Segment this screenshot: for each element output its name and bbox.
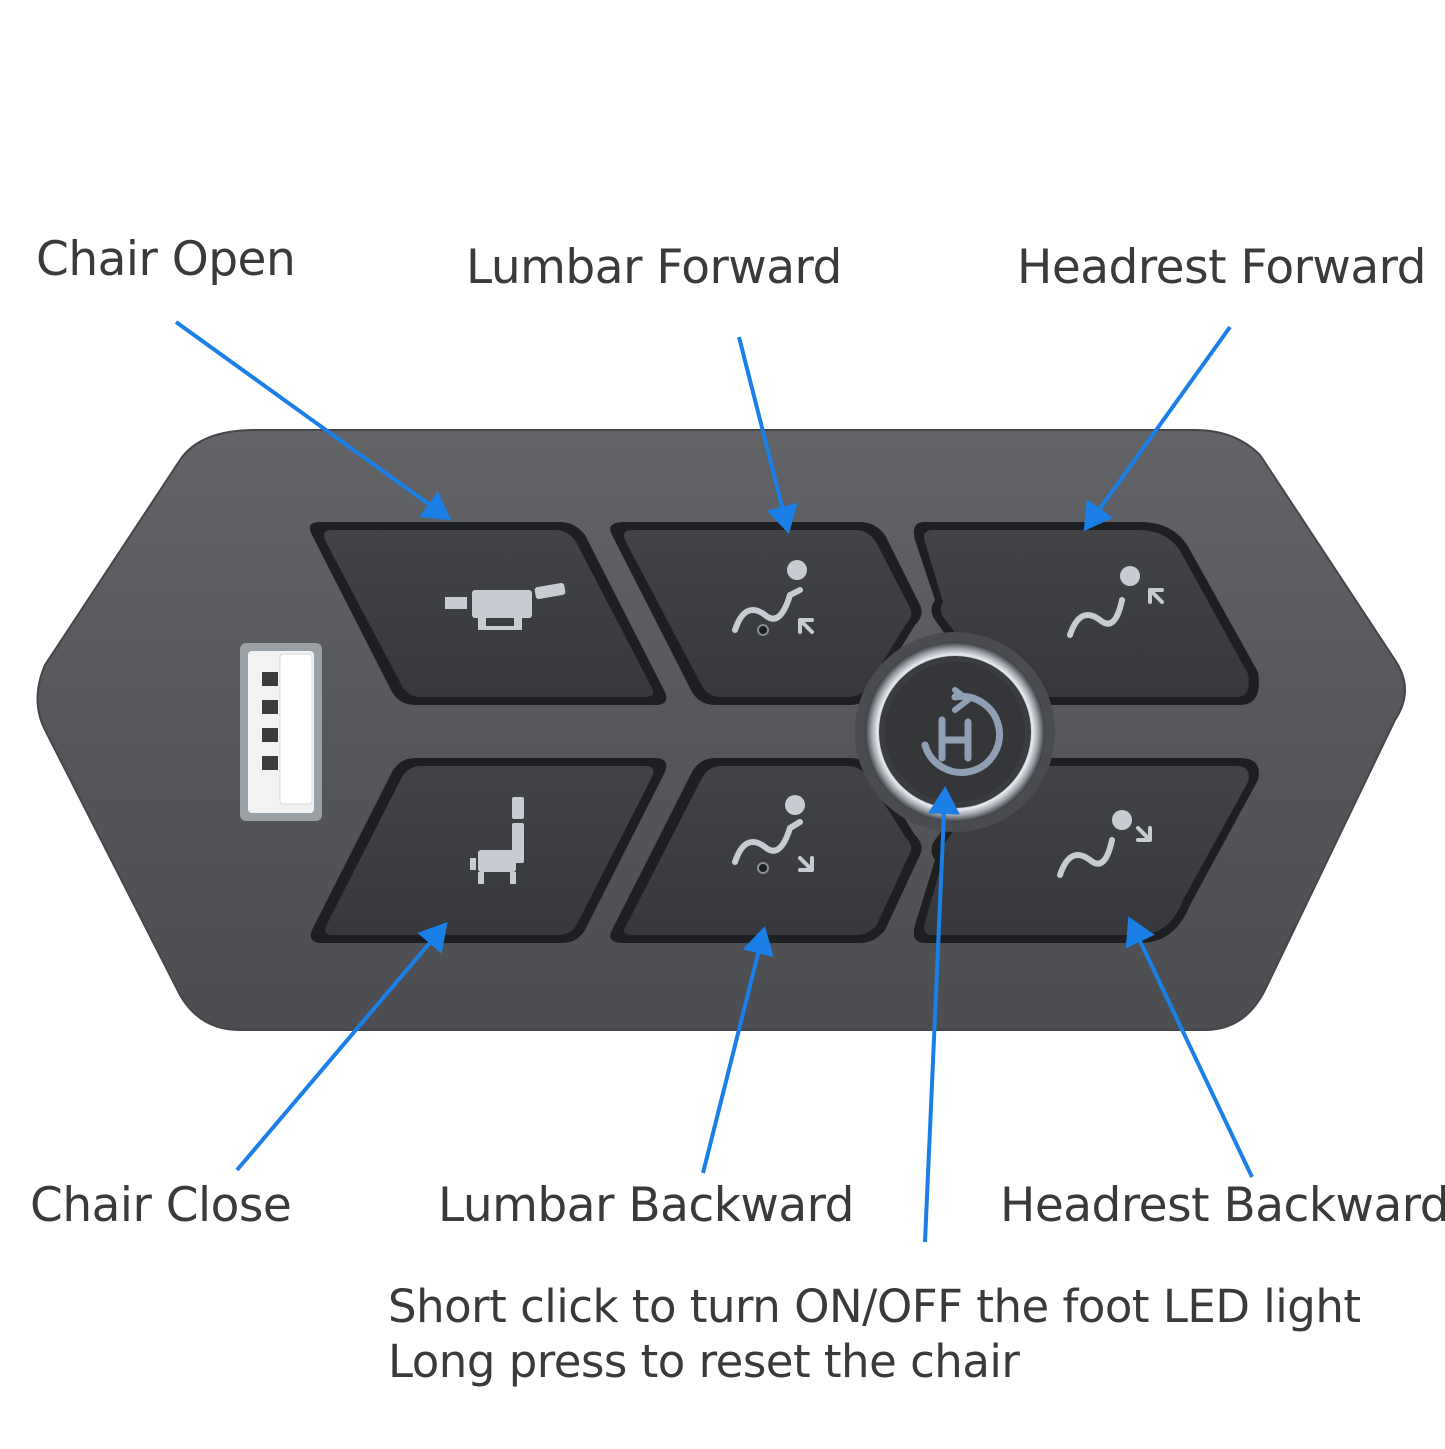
center-reset-button[interactable] [855,632,1055,832]
center-note-line1: Short click to turn ON/OFF the foot LED … [388,1280,1361,1333]
label-lumbar-backward: Lumbar Backward [438,1178,855,1233]
chair-close-button[interactable] [310,758,667,943]
label-headrest-backward: Headrest Backward [1000,1178,1445,1233]
usb-port-icon [240,643,322,821]
arrow-chair-open [174,320,452,521]
center-note-line2: Long press to reset the chair [388,1335,1020,1388]
callout-arrows [174,320,1254,1243]
label-chair-close: Chair Close [30,1178,292,1233]
arrow-chair-close [235,921,448,1172]
arrow-headrest-forward [1083,325,1232,532]
headrest-forward-icon [1067,566,1164,638]
lumbar-backward-icon [732,795,814,874]
label-chair-open: Chair Open [36,232,296,287]
arrow-headrest-backward [1125,916,1254,1178]
arrow-center-button [923,786,960,1243]
recliner-close-icon [470,797,524,884]
recliner-open-icon [445,582,566,630]
label-lumbar-forward: Lumbar Forward [466,240,842,295]
chair-open-button[interactable] [309,522,667,705]
arrow-lumbar-forward [737,336,798,534]
reset-home-icon [921,687,1003,776]
arrow-lumbar-backward [701,926,774,1174]
lumbar-forward-button[interactable] [610,522,922,705]
lumbar-backward-button[interactable] [610,758,922,943]
label-headrest-forward: Headrest Forward [1017,240,1426,295]
lumbar-forward-icon [732,560,814,636]
headrest-backward-icon [1057,810,1152,878]
